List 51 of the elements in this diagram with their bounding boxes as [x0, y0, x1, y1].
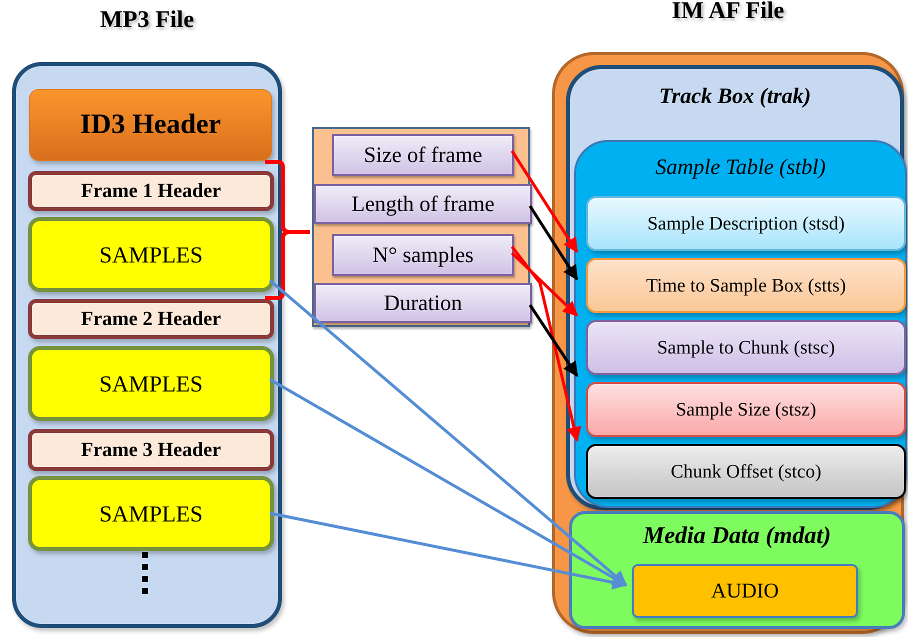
frame-header-box — [28, 429, 274, 471]
frame-header-box — [28, 299, 274, 339]
media-data-box — [569, 511, 905, 629]
box-label: ID3 Header — [79, 109, 222, 141]
box-title: Sample Table (stbl) — [654, 154, 827, 180]
box-label: Length of frame — [350, 191, 496, 217]
box-label: N° samples — [371, 242, 475, 268]
table-entry-box — [586, 320, 906, 375]
arrow — [269, 279, 628, 586]
box-title: IM AF File — [670, 0, 786, 25]
field-box — [332, 234, 514, 276]
box-label: Frame 2 Header — [80, 307, 222, 331]
box-title: Track Box (trak) — [658, 83, 812, 109]
box-label: Sample Size (stsz) — [674, 398, 818, 421]
arrow — [528, 304, 578, 377]
samples-box — [28, 346, 274, 421]
box-label: Frame 1 Header — [80, 179, 222, 203]
box-label: Size of frame — [362, 142, 484, 168]
arrow — [269, 378, 628, 586]
box-label: AUDIO — [710, 578, 780, 604]
table-entry-box — [586, 196, 906, 251]
box-label: Sample Description (stsd) — [646, 212, 846, 235]
audio-box — [632, 564, 858, 618]
box-label: SAMPLES — [98, 241, 204, 268]
samples-box — [28, 476, 274, 551]
box-label: Sample to Chunk (stsc) — [656, 336, 836, 359]
table-entry-box — [586, 444, 906, 499]
table-entry-box — [586, 382, 906, 437]
arrow — [270, 512, 628, 590]
field-box — [314, 184, 532, 224]
samples-box — [28, 217, 274, 292]
arrow — [510, 252, 578, 316]
field-panel — [312, 127, 530, 327]
box-label: SAMPLES — [98, 370, 204, 397]
arrow — [510, 150, 578, 253]
field-box — [314, 283, 532, 323]
box-title: MP3 File — [99, 6, 195, 34]
sample-table-box — [574, 140, 907, 508]
header-box — [29, 89, 272, 161]
arrow — [528, 205, 578, 280]
box-label: Time to Sample Box (stts) — [645, 274, 847, 297]
table-entry-box — [586, 258, 906, 313]
field-box — [332, 134, 514, 176]
frame-header-box — [28, 171, 274, 211]
box-label: Frame 3 Header — [80, 438, 222, 462]
box-label: SAMPLES — [98, 500, 204, 527]
box-label: Chunk Offset (stco) — [670, 460, 822, 483]
arrow — [510, 246, 582, 442]
box-label: Duration — [382, 290, 464, 316]
track-box — [566, 65, 904, 510]
box-title: Media Data (mdat) — [642, 522, 832, 550]
